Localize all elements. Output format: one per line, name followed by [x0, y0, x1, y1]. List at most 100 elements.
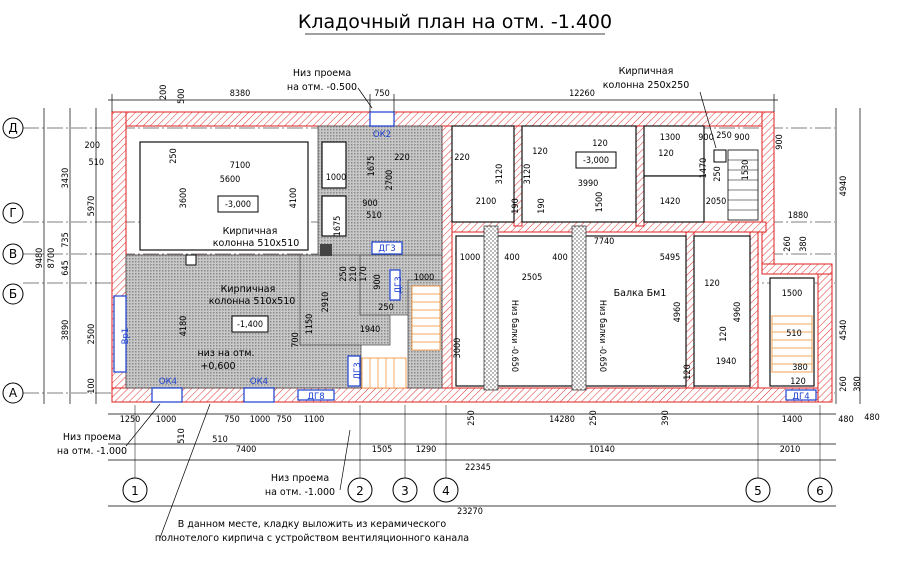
note-niz-left-1: Низ проема	[63, 432, 121, 443]
dim-inner: 1000	[326, 173, 347, 183]
dim-inner: 120	[719, 326, 729, 341]
dim-inner: 210	[349, 266, 359, 281]
dim-inner: 250	[378, 303, 393, 313]
note-col250-1: Кирпичная	[619, 66, 674, 77]
level-marks: -3,000 -3,000 -1,400	[217, 151, 617, 333]
dim-bottom: 1000	[250, 415, 271, 425]
dim-left: 735	[61, 232, 71, 247]
dim-inner: 190	[537, 198, 547, 213]
axis-2: 2	[356, 484, 364, 498]
dim-inner: 120	[683, 364, 693, 379]
dim-inner: 900	[373, 274, 383, 289]
dim-inner: 1000	[414, 273, 435, 283]
dim-right: 4940	[839, 176, 849, 197]
dim-bottom: 250	[467, 410, 477, 425]
dim-bottom: 510	[177, 428, 187, 443]
axis-4: 4	[442, 484, 450, 498]
dim-inner: 7740	[594, 237, 615, 247]
dim-right: 260	[783, 236, 793, 251]
dim-inner: 1940	[360, 325, 381, 335]
dim-inner: 220	[394, 153, 409, 163]
dim-inner: 3120	[495, 164, 505, 185]
dim-top: 900	[698, 133, 713, 143]
dim-inner: 1940	[716, 357, 737, 367]
dim-inner: 2700	[385, 170, 395, 191]
dim-top: 12260	[569, 89, 595, 99]
dim-top: 250	[716, 131, 731, 141]
number-axes: 1 2 3 4 5 6	[122, 405, 833, 503]
dim-bottom: 1290	[416, 445, 437, 455]
dim-bottom: 750	[276, 415, 291, 425]
dim-left: 645	[61, 260, 71, 275]
dim-right: 900	[775, 134, 785, 149]
dim-inner: 510	[786, 329, 801, 339]
dim-bottom: 7400	[236, 445, 257, 455]
dim-bottom: 480	[838, 415, 853, 425]
level-mark-3: -1,400	[237, 320, 263, 330]
dim-left: 3430	[61, 168, 71, 189]
note-beam: Балка Бм1	[614, 288, 667, 299]
dim-bottom: 1250	[120, 415, 141, 425]
dim-inner: 2050	[706, 197, 727, 207]
dim-top: 500	[177, 89, 187, 104]
note-niz-bottom-1: Низ проема	[271, 473, 329, 484]
note-niz-bottom-2: на отм. -1.000	[265, 487, 335, 498]
dim-bottom: 10140	[589, 445, 615, 455]
note-bottom-1: В данном месте, кладку выложить из керам…	[178, 519, 447, 530]
dim-right: 1880	[788, 211, 809, 221]
dim-top: 200	[159, 85, 169, 100]
dim-bottom: 1505	[372, 445, 393, 455]
dim-left: 9480	[35, 248, 45, 269]
axis-5: 5	[754, 484, 762, 498]
dim-inner: 120	[704, 279, 719, 289]
level-mark-1: -3,000	[225, 200, 251, 210]
dim-left: 3890	[61, 320, 71, 341]
dim-right: 380	[799, 236, 809, 251]
dim-inner: 900	[362, 199, 377, 209]
dim-inner: 7100	[230, 161, 251, 171]
dim-bottom: 2010	[780, 445, 801, 455]
dim-inner: 3600	[179, 188, 189, 209]
label-dg3-b: ДГ3	[394, 276, 404, 293]
dim-bottom: 23270	[457, 507, 483, 517]
dim-inner: 2910	[321, 292, 331, 313]
dim-top: 1300	[660, 133, 681, 143]
dim-inner: 1500	[595, 192, 605, 213]
dim-left: 510	[89, 158, 104, 168]
axis-B: Б	[9, 287, 17, 301]
note-col250-2: колонна 250х250	[603, 80, 690, 91]
dim-bottom: 250	[589, 410, 599, 425]
dim-bottom: 1100	[304, 415, 325, 425]
dim-bottom: 1000	[156, 415, 177, 425]
dim-bottom: 750	[224, 415, 239, 425]
dimension-lines	[43, 94, 861, 507]
dim-inner: 1470	[699, 158, 709, 179]
dim-left: 2500	[87, 324, 97, 345]
dim-inner: 4960	[733, 302, 743, 323]
dimension-texts: 200 500 8380 750 12260 900 250 900 1300 …	[35, 85, 880, 517]
dim-left: 5970	[87, 196, 97, 217]
dim-inner: 250	[169, 148, 179, 163]
label-ok4-a: ОК4	[159, 377, 177, 387]
dim-bottom: 22345	[465, 463, 491, 473]
dim-inner: 5495	[660, 253, 681, 263]
note-niz-top-2: на отм. -0.500	[287, 82, 357, 93]
label-dg3-c: ДГ3	[353, 362, 363, 379]
label-vr1: Вр1	[121, 328, 131, 345]
level-mark-2: -3,000	[583, 156, 609, 166]
dim-bottom: 390	[661, 410, 671, 425]
dim-inner: 120	[658, 149, 673, 159]
note-col510b-1: Кирпичная	[221, 284, 276, 295]
dim-inner: 4100	[289, 188, 299, 209]
dim-inner: 3000	[453, 338, 463, 359]
note-bottom-2: полнотелого кирпича с устройством вентил…	[155, 533, 469, 544]
note-beam-bottom-2: Низ балки -0.650	[597, 300, 608, 372]
dim-inner: 1150	[305, 314, 315, 335]
label-dg3-a: ДГ3	[378, 244, 395, 254]
label-dg4: ДГ4	[792, 392, 809, 402]
page-title: Кладочный план на отм. -1.400	[298, 11, 612, 33]
dim-inner: 1420	[660, 197, 681, 207]
note-col510b-2: колонна 510х510	[209, 296, 296, 307]
note-niz-left-2: на отм. -1.000	[57, 446, 127, 457]
axis-A: А	[9, 386, 18, 400]
